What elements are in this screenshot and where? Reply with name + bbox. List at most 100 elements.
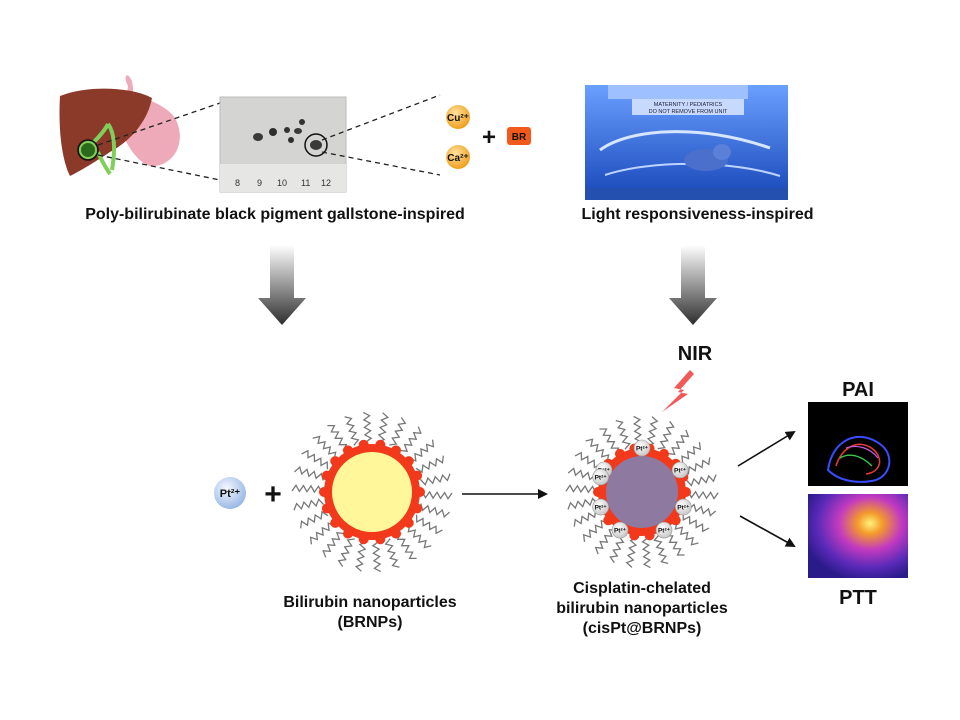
ligand-chain	[344, 416, 360, 446]
ptt-image	[808, 494, 908, 578]
cispt-caption-line2: bilirubin nanoparticles	[556, 600, 728, 617]
ligand-chain	[599, 428, 620, 455]
gallstone-highlight-circle	[304, 133, 328, 157]
pt-surface-ion	[592, 468, 609, 486]
ligand-chain	[389, 417, 407, 446]
core	[606, 456, 678, 528]
zoom-line	[97, 154, 221, 181]
down-arrow-right	[669, 245, 717, 325]
ligand-chain	[667, 429, 690, 456]
ruler-tick-label: 10	[277, 178, 287, 188]
gallbladder-highlight-circle	[77, 139, 99, 161]
shell-bump	[343, 445, 353, 456]
pt-surface-ion	[611, 521, 629, 539]
pt-surface-label: Pt²⁺	[595, 474, 608, 481]
liver-illustration	[59, 75, 180, 176]
ligand-chain	[396, 532, 417, 560]
ligand-chain	[322, 532, 345, 558]
shell-bump	[375, 439, 386, 450]
cispt-caption-line1: Cisplatin-chelated	[573, 580, 711, 597]
pt-surface-label: Pt²⁺	[674, 468, 687, 475]
shell-bump	[403, 456, 414, 467]
br-label: BR	[512, 132, 527, 143]
shell-bump	[415, 487, 425, 497]
ligand-chain	[565, 484, 597, 494]
ca-ion: Ca²⁺	[446, 145, 470, 169]
pt-ion: Pt²⁺	[214, 477, 246, 509]
gallstone	[310, 140, 322, 150]
pt-surface-ion	[671, 461, 689, 479]
ligand-chain	[687, 490, 719, 500]
cispt-caption-line3: (cisPt@BRNPs)	[583, 620, 702, 637]
ligand-chain	[354, 541, 367, 572]
pt-surface-label: Pt²⁺	[595, 505, 608, 512]
pai-label: PAI	[842, 379, 874, 401]
shell-bump	[358, 534, 369, 545]
ligand-chain	[408, 439, 435, 462]
gallstone	[284, 127, 290, 133]
ligand-chain	[301, 449, 329, 470]
cu-ion: Cu²⁺	[446, 105, 470, 129]
ligand-chain	[420, 473, 451, 486]
ligand-chain	[384, 538, 400, 568]
incubator-photo: MATERNITY / PEDIATRICS DO NOT REMOVE FRO…	[585, 85, 788, 200]
ligand-chain	[309, 522, 336, 545]
shell-bump	[615, 448, 625, 459]
ligand-chain	[377, 412, 390, 443]
gallstone	[294, 128, 302, 134]
gallstone	[299, 119, 305, 125]
lightning-icon	[662, 370, 694, 412]
ruler-tick-label: 8	[235, 178, 240, 188]
shell-bump	[403, 517, 414, 528]
pt-surface-ion	[592, 498, 609, 516]
ca-ion-label: Ca²⁺	[447, 153, 468, 164]
incubator-sign-line1: MATERNITY / PEDIATRICS	[654, 102, 723, 108]
shell-bump	[412, 503, 423, 514]
shell-bump	[603, 515, 614, 526]
shell-bump	[358, 439, 369, 450]
shell-bump	[391, 445, 401, 456]
branch-arrow-pai	[737, 430, 796, 467]
cispt-brnp-nanoparticle: Pt²⁺Pt²⁺Pt²⁺Pt²⁺Pt²⁺Pt²⁺Pt²⁺Pt²⁺	[565, 415, 719, 569]
ligand-chain	[362, 411, 373, 443]
ruler-tick-label: 9	[257, 178, 262, 188]
shell-bump	[670, 515, 681, 526]
down-arrow-left	[258, 245, 306, 325]
shell-bump	[321, 503, 332, 514]
ligand-chain	[567, 497, 598, 510]
ligand-chain	[293, 498, 324, 511]
gallstone	[288, 137, 294, 143]
shell-bump	[330, 456, 341, 467]
shell-bump	[681, 487, 691, 497]
plus-sign: +	[264, 478, 282, 511]
ruler-tick-label: 11	[301, 178, 310, 188]
shell-bump	[659, 448, 669, 459]
brnp-nanoparticle	[291, 411, 453, 573]
ligand-chain	[594, 528, 617, 555]
ligand-chain	[641, 537, 652, 569]
plus-sign: +	[482, 124, 496, 151]
pt-surface-label: Pt²⁺	[636, 446, 649, 453]
ligand-chain	[657, 420, 675, 450]
cu-ion-label: Cu²⁺	[447, 113, 469, 124]
pt-surface-label: Pt²⁺	[614, 528, 627, 535]
brnps-caption-line1: Bilirubin nanoparticles	[283, 594, 456, 611]
zoom-line	[321, 151, 441, 176]
incubator-sign-line2: DO NOT REMOVE FROM UNIT	[649, 109, 728, 115]
br-box: BR	[507, 127, 531, 145]
zoom-line	[321, 94, 441, 141]
ruler-tick-label: 12	[321, 178, 331, 188]
gallstone-photo: 8 9 10 11 12	[219, 96, 347, 193]
ligand-chain	[371, 541, 382, 573]
ligand-chain	[407, 524, 432, 549]
ligand-chain	[337, 538, 355, 567]
pt-surface-ion	[633, 439, 651, 457]
ligand-chain	[686, 474, 717, 487]
gallstone	[253, 133, 263, 141]
zoom-line	[97, 102, 221, 146]
ligand-chain	[415, 455, 444, 474]
ligand-chain	[609, 534, 627, 564]
ligand-chain	[646, 416, 659, 447]
shell-bump	[644, 530, 655, 541]
ligand-chain	[420, 503, 450, 518]
